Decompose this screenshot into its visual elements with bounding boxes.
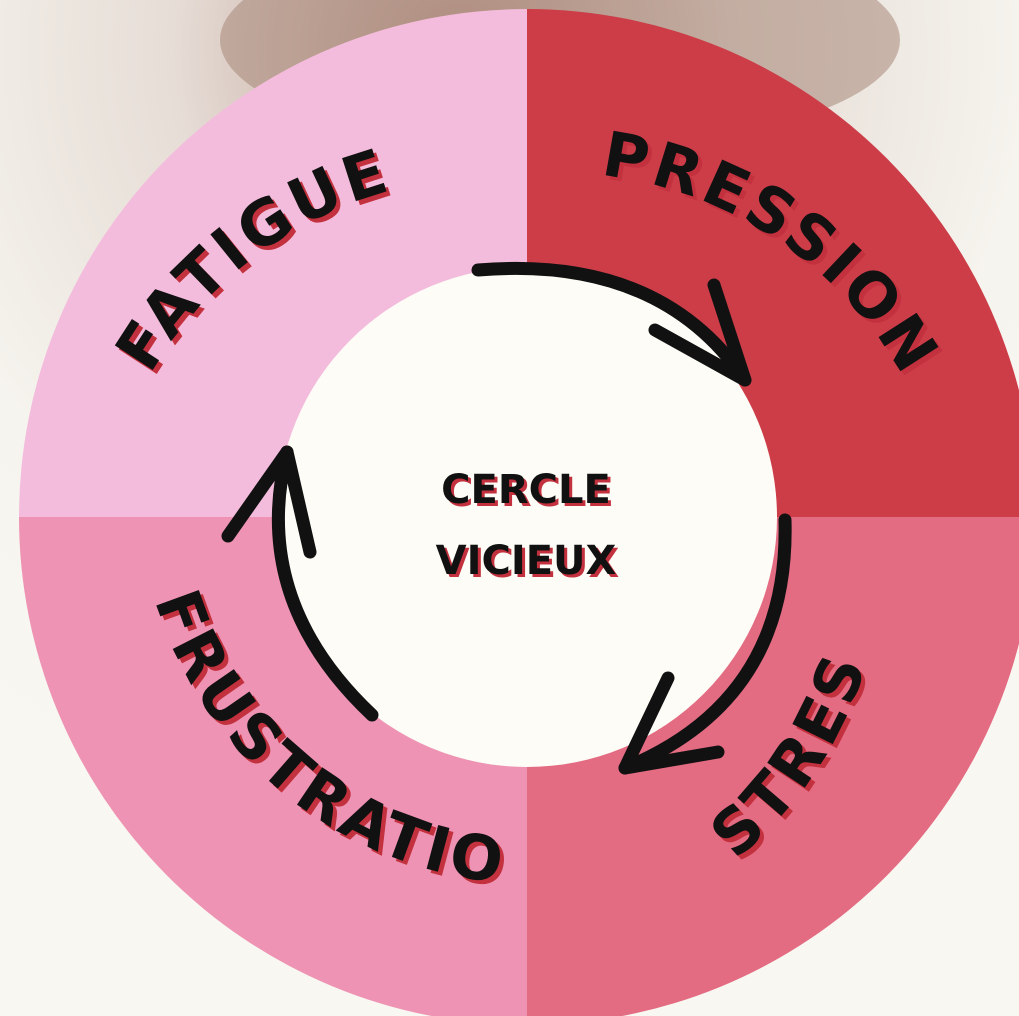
arrow-top-right (471, 261, 752, 387)
arrow-right-down-head (618, 671, 725, 775)
center-title: CERCLE VICIEUX CERCLE VICIEUX (436, 467, 620, 587)
arrow-right-down (618, 513, 792, 775)
cycle-arrows (221, 261, 792, 775)
center-line-1-shadow: CERCLE (444, 470, 614, 516)
arrow-left-up (271, 445, 379, 722)
arrow-top-right-head (648, 278, 752, 387)
center-line-2: VICIEUX (436, 538, 617, 584)
center-line-1: CERCLE (441, 467, 611, 513)
center-line-2-shadow: VICIEUX (439, 541, 620, 587)
arrow-left-up-head (221, 445, 317, 559)
center-circle (277, 267, 777, 767)
